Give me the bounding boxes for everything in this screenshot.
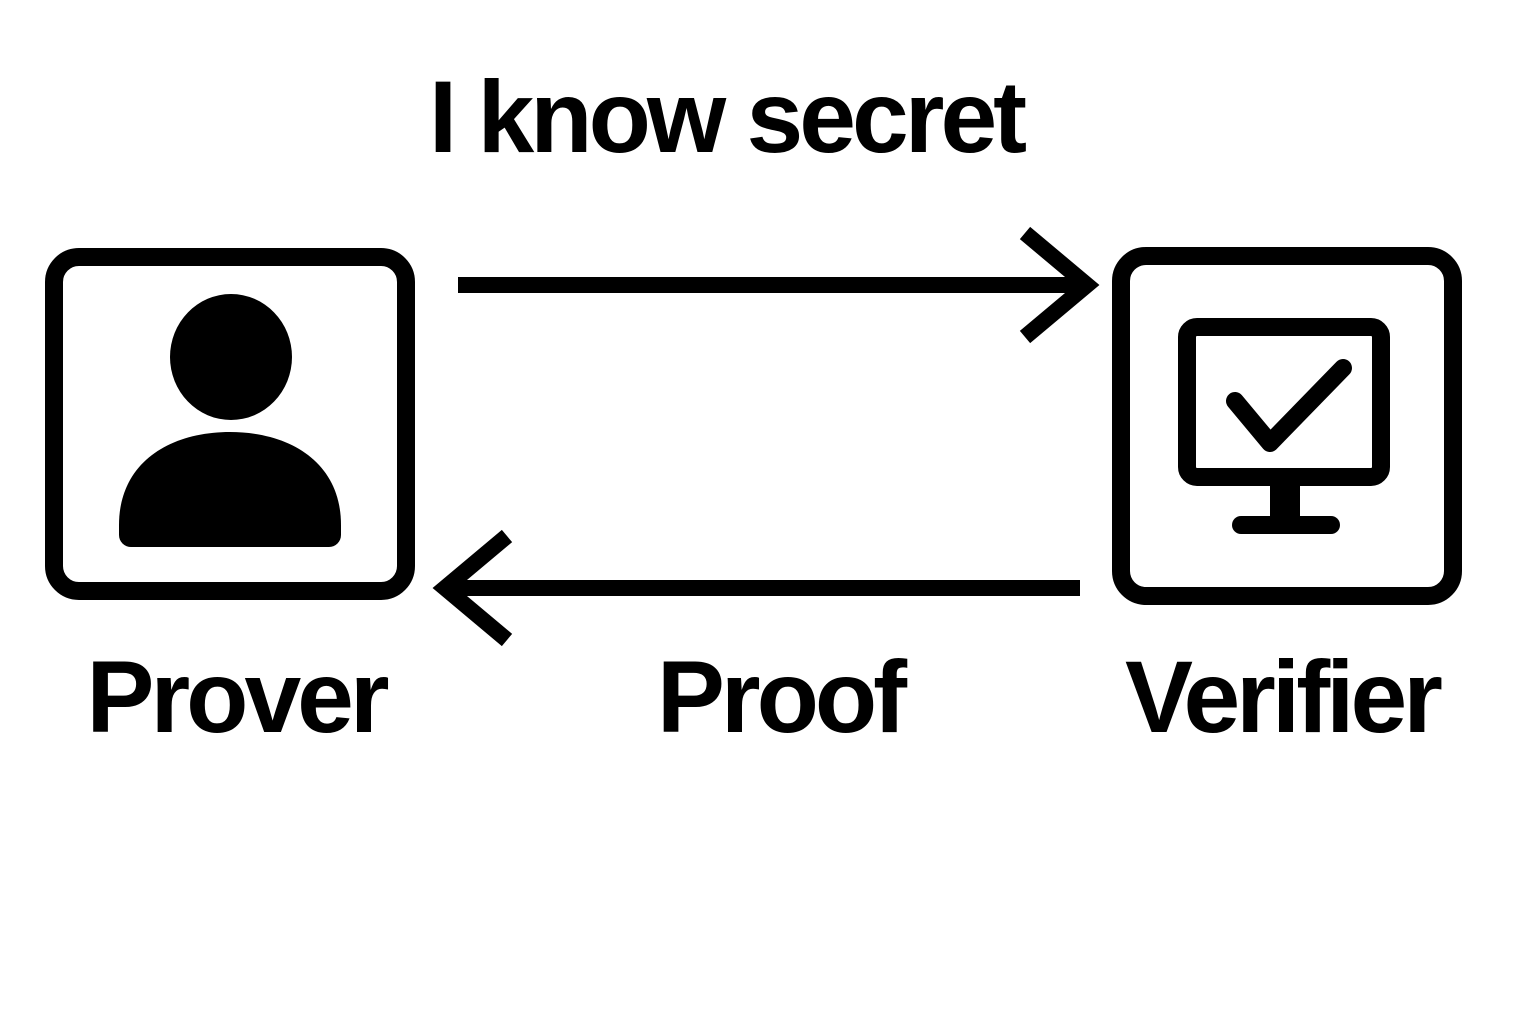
prover-node — [45, 248, 415, 600]
person-icon — [119, 294, 341, 547]
prover-to-verifier-arrow — [458, 226, 1100, 344]
verifier-label: Verifier — [1125, 640, 1443, 754]
prover-label: Prover — [86, 640, 389, 754]
monitor-check-icon — [1178, 318, 1390, 534]
arrow-label-proof: Proof — [656, 640, 907, 754]
verifier-to-prover-arrow — [432, 529, 1080, 647]
verifier-node — [1112, 247, 1462, 605]
arrow-label-i-know-secret: I know secret — [428, 60, 1027, 174]
